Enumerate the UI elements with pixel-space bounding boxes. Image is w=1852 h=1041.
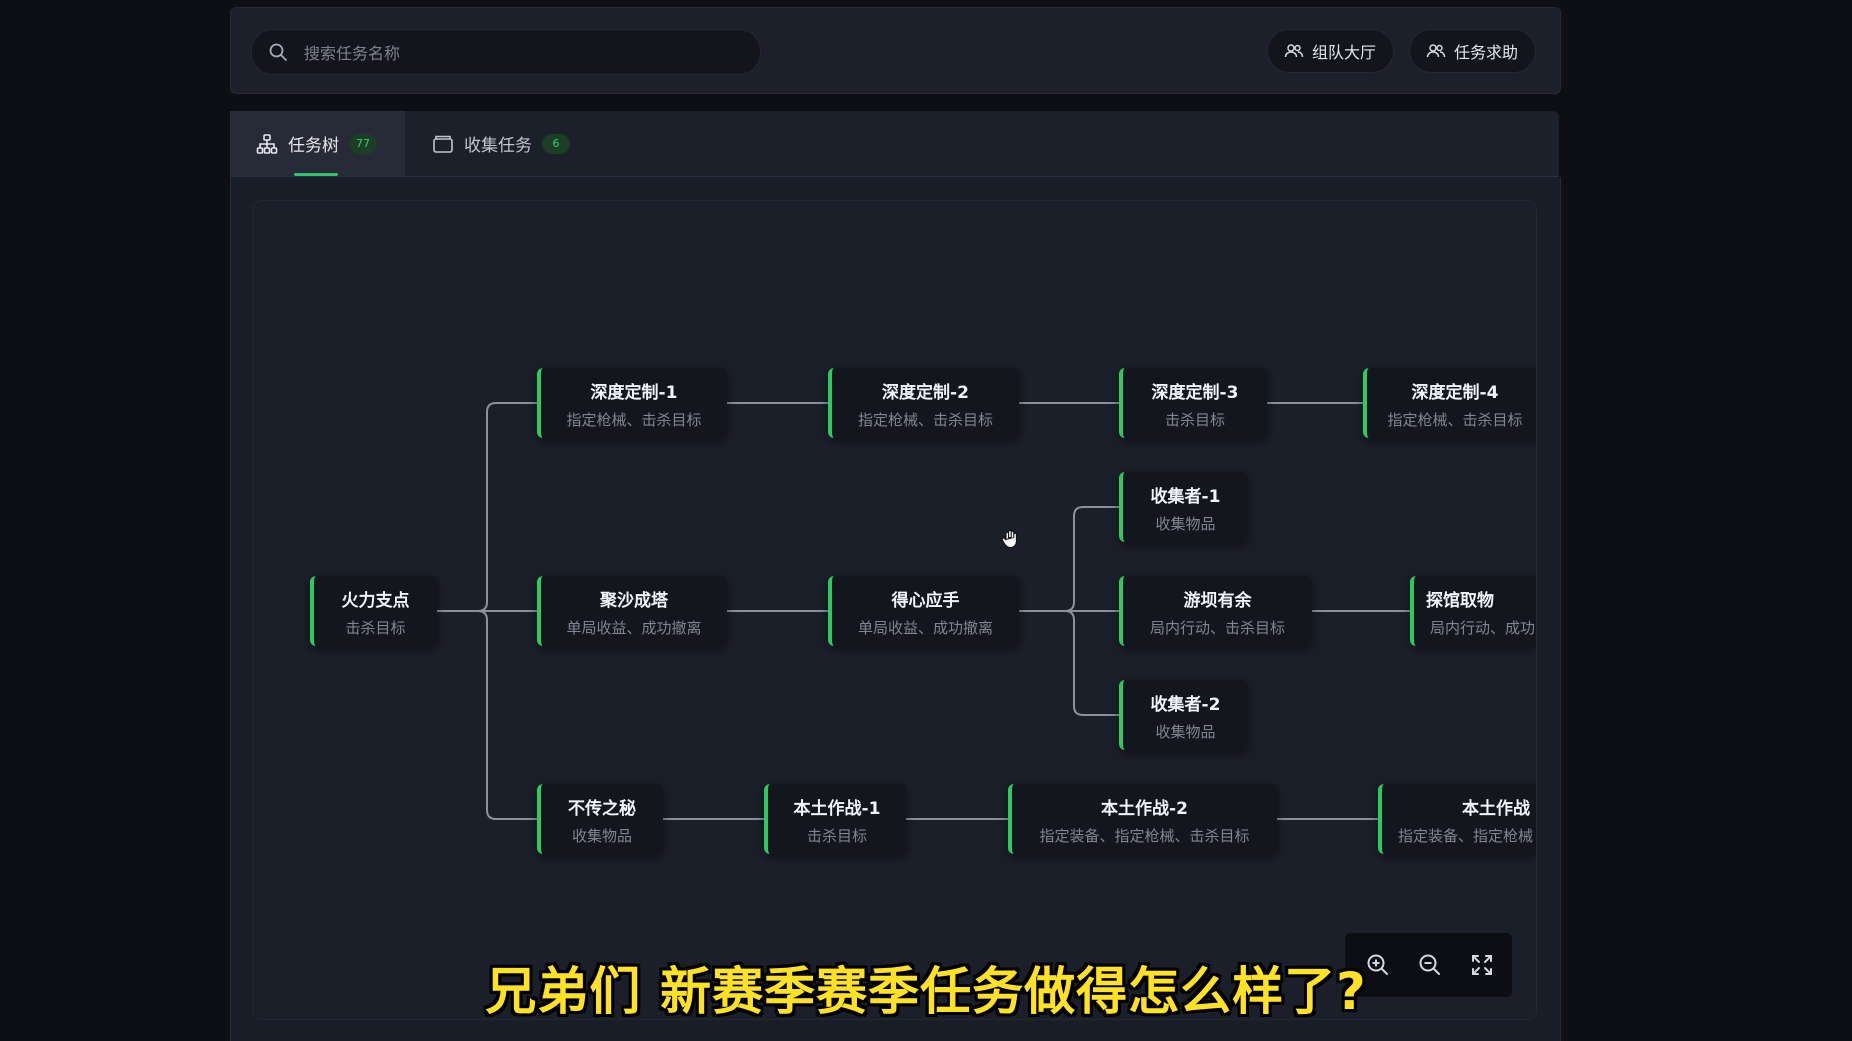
team-hall-label: 组队大厅 — [1312, 43, 1377, 62]
search-input[interactable] — [302, 38, 746, 68]
task-node-subtitle: 单局收益、成功撤离 — [566, 619, 702, 637]
edge-root-up — [437, 402, 540, 612]
edge-dexin-down — [1019, 610, 1122, 716]
active-tab-indicator — [294, 173, 338, 176]
task-node-subtitle: 击杀目标 — [345, 619, 406, 637]
tab-task-tree-label: 任务树 — [288, 136, 339, 156]
zoom-controls — [1345, 933, 1512, 997]
task-node-title: 游坝有余 — [1183, 591, 1252, 611]
search-box[interactable] — [251, 29, 761, 75]
task-node-huoli[interactable]: 火力支点 击杀目标 — [310, 576, 437, 646]
task-node-subtitle: 指定枪械、击杀目标 — [1387, 411, 1523, 429]
task-node-title: 本土作战 — [1462, 799, 1530, 819]
task-node-buchuan[interactable]: 不传之秘 收集物品 — [537, 784, 663, 854]
task-node-title: 得心应手 — [891, 591, 960, 611]
task-node-title: 火力支点 — [341, 591, 410, 611]
task-help-button[interactable]: 任务求助 — [1409, 29, 1537, 73]
task-node-subtitle: 指定枪械、击杀目标 — [566, 411, 702, 429]
task-node-subtitle: 指定枪械、击杀目标 — [857, 411, 993, 429]
task-node-subtitle: 局内行动、成功 — [1430, 619, 1536, 637]
task-node-title: 不传之秘 — [568, 799, 636, 819]
task-node-dexin[interactable]: 得心应手 单局收益、成功撤离 — [828, 576, 1019, 646]
task-node-shouji-1[interactable]: 收集者-1 收集物品 — [1119, 472, 1248, 542]
task-node-title: 收集者-2 — [1150, 695, 1221, 715]
users-icon — [1284, 44, 1304, 58]
task-help-label: 任务求助 — [1454, 43, 1519, 62]
hierarchy-icon — [256, 133, 278, 154]
task-node-title: 聚沙成塔 — [600, 591, 668, 611]
tab-collect-tasks-label: 收集任务 — [464, 136, 532, 156]
task-node-title: 深度定制-2 — [882, 383, 969, 403]
task-count-badge: 77 — [349, 133, 377, 154]
users-icon — [1426, 44, 1446, 58]
task-node-subtitle: 局内行动、击杀目标 — [1149, 619, 1285, 637]
task-node-title: 探馆取物 — [1426, 591, 1494, 611]
tab-task-tree[interactable]: 任务树 77 — [230, 111, 405, 176]
task-node-subtitle: 收集物品 — [1155, 723, 1216, 741]
task-node-subtitle: 收集物品 — [571, 827, 632, 845]
task-node-title: 深度定制-3 — [1151, 383, 1239, 403]
zoom-in-icon[interactable] — [1365, 952, 1391, 978]
task-node-shendu-3[interactable]: 深度定制-3 击杀目标 — [1119, 368, 1267, 438]
task-node-title: 本土作战-1 — [793, 799, 881, 819]
video-subtitle-caption: 兄弟们 新赛季赛季任务做得怎么样了? — [485, 963, 1367, 1022]
task-node-youba[interactable]: 游坝有余 局内行动、击杀目标 — [1119, 576, 1312, 646]
task-node-subtitle: 单局收益、成功撤离 — [857, 619, 993, 637]
task-node-bentu-3[interactable]: 本土作战 指定装备、指定枪械 — [1378, 784, 1536, 854]
top-toolbar: 组队大厅 任务求助 — [230, 7, 1561, 94]
search-icon — [269, 43, 287, 61]
tab-bar: 任务树 77 收集任务 6 — [230, 111, 1559, 177]
edge-dexin-up — [1019, 506, 1122, 612]
task-node-bentu-2[interactable]: 本土作战-2 指定装备、指定枪械、击杀目标 — [1008, 784, 1277, 854]
task-node-subtitle: 指定装备、指定枪械、击杀目标 — [1039, 827, 1250, 845]
tab-collect-tasks[interactable]: 收集任务 6 — [432, 111, 570, 176]
box-icon — [433, 135, 453, 153]
task-node-jusha[interactable]: 聚沙成塔 单局收益、成功撤离 — [537, 576, 727, 646]
task-node-title: 深度定制-1 — [590, 383, 678, 403]
hand-cursor-icon — [1001, 530, 1017, 549]
edge-root-down — [437, 610, 540, 820]
fullscreen-icon[interactable] — [1469, 952, 1495, 978]
task-node-title: 本土作战-2 — [1101, 799, 1188, 819]
task-node-shouji-2[interactable]: 收集者-2 收集物品 — [1119, 680, 1248, 750]
task-node-shendu-2[interactable]: 深度定制-2 指定枪械、击杀目标 — [828, 368, 1019, 438]
team-hall-button[interactable]: 组队大厅 — [1267, 29, 1395, 73]
zoom-out-icon[interactable] — [1417, 952, 1443, 978]
task-node-subtitle: 收集物品 — [1155, 515, 1216, 533]
tree-connectors — [437, 402, 1413, 820]
task-node-subtitle: 击杀目标 — [1164, 411, 1225, 429]
collect-count-badge: 6 — [542, 133, 570, 154]
task-node-shendu-4[interactable]: 深度定制-4 指定枪械、击杀目标 — [1363, 368, 1536, 438]
task-node-bentu-1[interactable]: 本土作战-1 击杀目标 — [764, 784, 906, 854]
task-node-subtitle: 指定装备、指定枪械 — [1398, 827, 1534, 845]
task-node-subtitle: 击杀目标 — [806, 827, 867, 845]
task-node-title: 深度定制-4 — [1411, 383, 1499, 403]
task-tree-canvas[interactable]: 火力支点 击杀目标 深度定制-1 指定枪械、击杀目标 深度定制-2 指定枪械、击… — [252, 200, 1537, 1020]
task-node-shendu-1[interactable]: 深度定制-1 指定枪械、击杀目标 — [537, 368, 727, 438]
task-node-tanguan[interactable]: 探馆取物 局内行动、成功 — [1410, 576, 1536, 646]
task-node-title: 收集者-1 — [1150, 487, 1221, 507]
